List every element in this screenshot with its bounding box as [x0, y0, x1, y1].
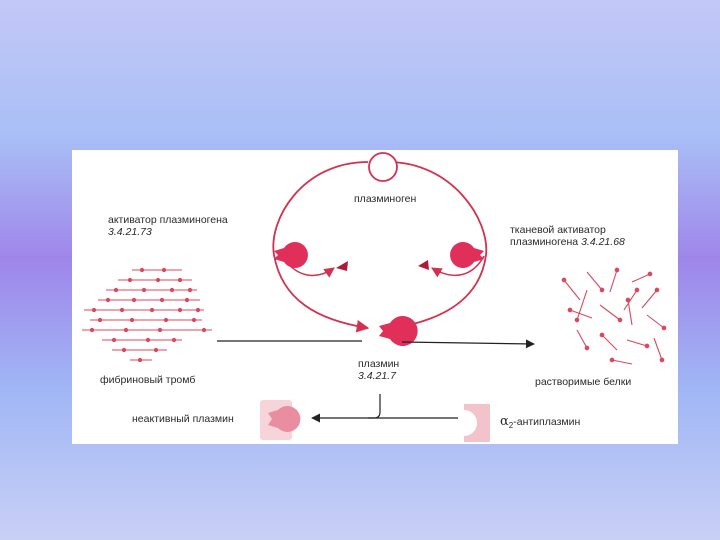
cycle-arc-right	[387, 161, 488, 333]
antiplasmin-subscript: 2	[508, 421, 514, 431]
plasmin-label: плазмин	[358, 358, 400, 370]
antiplasmin-label: α2-антиплазмин	[500, 414, 581, 432]
diagram-panel: плазминоген активатор плазминогена 3.4.2…	[72, 150, 678, 444]
plasminogen-label: плазминоген	[354, 193, 417, 205]
activator-right-arrow	[431, 255, 485, 278]
antiplasmin-graphic	[464, 404, 490, 442]
antiplasmin-alpha: α	[500, 414, 509, 429]
fragment-right	[418, 260, 429, 270]
soluble-proteins-graphic	[561, 267, 667, 365]
tissue-activator-label-2: плазминогена 3.4.21.68	[510, 236, 625, 248]
soluble-proteins-label: растворимые белки	[535, 376, 632, 388]
activator-right-enzyme	[450, 242, 484, 268]
fragment-left	[336, 261, 348, 271]
antiplasmin-name: -антиплазмин	[513, 416, 581, 428]
inactive-plasmin-graphic	[260, 400, 301, 440]
plasmin-ec: 3.4.21.7	[358, 370, 396, 382]
tissue-activator-label: тканевой активатор	[510, 224, 606, 236]
activator-left-enzyme	[274, 242, 308, 268]
tissue-activator-word: плазминогена	[510, 236, 579, 248]
inhibition-bracket	[368, 394, 381, 419]
inactive-plasmin-label: неактивный плазмин	[132, 413, 234, 425]
plasminogen-node	[368, 152, 398, 182]
cycle-arc-left	[272, 161, 370, 333]
fibrinolysis-arrow	[401, 339, 535, 349]
plasmin-enzyme	[379, 316, 418, 346]
fibrin-clot-graphic	[82, 267, 212, 363]
fibrin-clot-label: фибриновый тромб	[100, 374, 196, 386]
plasminogen-activator-ec: 3.4.21.73	[108, 226, 152, 238]
tissue-activator-ec: 3.4.21.68	[581, 236, 625, 248]
plasminogen-activator-label: активатор плазминогена	[108, 214, 228, 226]
diagram-graphic	[82, 152, 667, 442]
